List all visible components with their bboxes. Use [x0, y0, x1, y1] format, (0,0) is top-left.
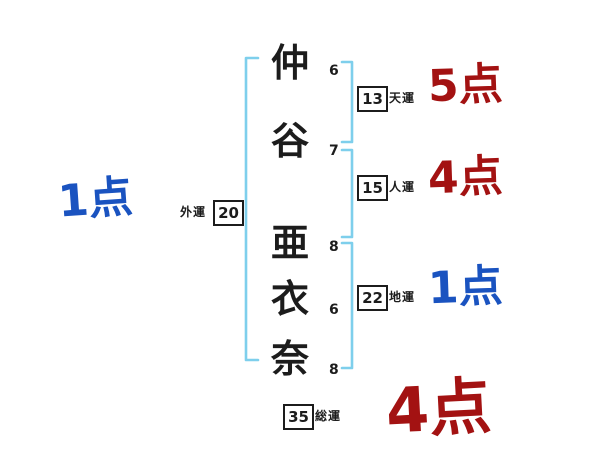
- total-fortune-value-box: 35: [283, 404, 314, 430]
- stroke-count: 7: [329, 143, 339, 159]
- stroke-count: 8: [329, 239, 339, 255]
- name-char: 奈: [270, 337, 309, 381]
- total-fortune-label: 総運: [315, 409, 342, 423]
- heaven-bracket-line: [340, 60, 354, 144]
- earth-fortune-value-box: 22: [357, 285, 388, 311]
- earth-fortune-score: 1点: [427, 260, 504, 315]
- person-bracket-line: [340, 148, 354, 239]
- heaven-fortune-value-box: 13: [357, 86, 388, 112]
- name-char: 仲: [270, 41, 309, 85]
- outer-bracket-line: [244, 56, 260, 362]
- heaven-fortune-score: 5点: [427, 58, 504, 113]
- heaven-fortune-label: 天運: [389, 91, 416, 105]
- name-char: 亜: [270, 221, 309, 265]
- outer-fortune-score: 1点: [56, 171, 135, 228]
- stroke-count: 6: [329, 302, 339, 318]
- name-char: 衣: [270, 277, 309, 321]
- person-fortune-value-box: 15: [357, 175, 388, 201]
- name-char: 谷: [270, 119, 309, 163]
- stroke-count: 6: [329, 63, 339, 79]
- stroke-count: 8: [329, 362, 339, 378]
- outer-fortune-value-box: 20: [213, 200, 244, 226]
- total-fortune-score: 4点: [384, 369, 493, 448]
- outer-fortune-label: 外運: [180, 205, 207, 219]
- earth-bracket-line: [340, 241, 354, 370]
- earth-fortune-label: 地運: [389, 290, 416, 304]
- person-fortune-score: 4点: [427, 150, 504, 205]
- person-fortune-label: 人運: [389, 180, 416, 194]
